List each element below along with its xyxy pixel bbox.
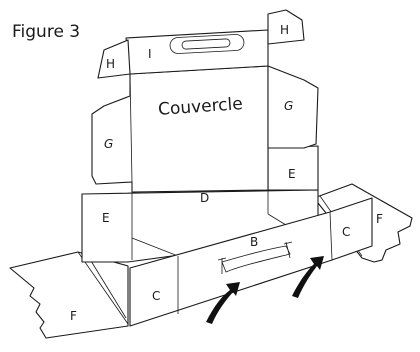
top-flap-label: I xyxy=(148,47,152,61)
box-handle-icon xyxy=(217,241,293,274)
g-left-fold xyxy=(129,73,133,183)
back-label: D xyxy=(200,191,209,205)
g-left-label: G xyxy=(104,137,113,151)
f-left-label: F xyxy=(70,309,77,323)
c-left-label: C xyxy=(152,289,160,303)
h-left-flap xyxy=(97,39,131,79)
e-right-label: E xyxy=(288,167,296,181)
front-label: B xyxy=(250,235,258,249)
curved-fold-arrow-icon xyxy=(206,282,240,324)
back-bottom-fold xyxy=(131,237,179,257)
curved-fold-arrow-icon xyxy=(292,256,324,298)
handle-slot-inner xyxy=(181,38,231,50)
h-right-flap xyxy=(267,9,305,45)
figure-title: Figure 3 xyxy=(12,22,80,42)
handle-slot-icon xyxy=(169,34,245,54)
lid-panel xyxy=(91,65,269,193)
f-right-label: F xyxy=(376,212,383,226)
c-right-label: C xyxy=(342,225,350,239)
g-right-flap xyxy=(267,65,319,149)
f-left-fold xyxy=(77,251,129,325)
h-right-label: H xyxy=(280,23,289,37)
f-left-flap xyxy=(9,251,129,339)
e-left-label: E xyxy=(102,211,110,225)
f-left-fold-2 xyxy=(87,255,127,319)
c-right-fold xyxy=(329,211,333,261)
h-left-label: H xyxy=(106,57,115,71)
g-right-label: G xyxy=(284,99,293,113)
